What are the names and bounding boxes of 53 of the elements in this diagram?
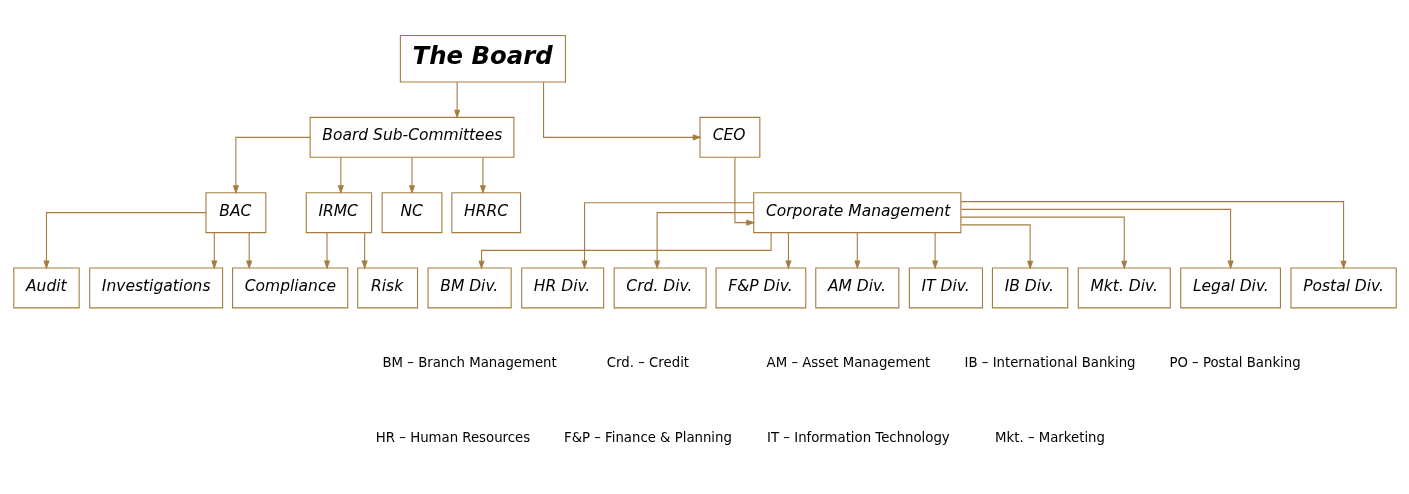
arrow: [542, 81, 702, 141]
node-box: Audit: [12, 267, 80, 309]
node-box: CEO: [698, 116, 760, 158]
arrow: [960, 224, 1033, 270]
node-box: Crd. Div.: [613, 267, 707, 309]
node-box: IRMC: [305, 192, 372, 234]
label: PO – Postal Banking: [1168, 354, 1301, 370]
arrow: [453, 81, 460, 119]
label: Crd. – Credit: [606, 354, 689, 370]
arrow: [210, 232, 217, 270]
label: BM – Branch Management: [382, 354, 557, 370]
arrow: [337, 156, 344, 195]
label: AM – Asset Management: [766, 354, 930, 370]
arrow: [959, 201, 1347, 270]
node-box: HRRC: [450, 192, 521, 234]
node-box: Investigations: [88, 267, 223, 309]
arrow: [853, 232, 860, 270]
label: IB – International Banking: [964, 354, 1136, 370]
arrow: [959, 216, 1127, 270]
arrow: [931, 232, 938, 270]
node-box: HR Div.: [520, 267, 604, 309]
arrow: [408, 156, 415, 195]
node-box: BAC: [204, 192, 266, 234]
arrow: [245, 232, 252, 270]
node-box: Compliance: [231, 267, 348, 309]
arrow: [361, 232, 368, 270]
arrow: [477, 232, 772, 270]
node-box: Risk: [356, 267, 418, 309]
label: Mkt. – Marketing: [994, 430, 1105, 446]
node-box: NC: [381, 192, 442, 234]
arrow: [733, 157, 755, 226]
node-box: AM Div.: [814, 267, 899, 309]
arrow: [960, 208, 1234, 270]
node-box: Legal Div.: [1179, 267, 1281, 309]
node-box: F&P Div.: [715, 267, 806, 309]
arrow: [653, 212, 754, 270]
node-box: Board Sub-Committees: [309, 116, 514, 158]
node-box: Mkt. Div.: [1077, 267, 1171, 309]
arrow: [232, 136, 311, 195]
node-box: The Board: [399, 34, 566, 83]
node-box: IB Div.: [991, 267, 1068, 309]
arrow: [323, 232, 330, 270]
label: F&P – Finance & Planning: [563, 430, 732, 446]
arrow: [42, 212, 206, 270]
node-box: IT Div.: [908, 267, 983, 309]
node-box: Postal Div.: [1289, 267, 1397, 309]
arrow: [580, 202, 754, 270]
node-box: BM Div.: [427, 267, 512, 309]
arrow: [784, 232, 792, 270]
node-box: Corporate Management: [752, 192, 961, 234]
label: HR – Human Resources: [375, 430, 530, 446]
arrow: [479, 156, 486, 195]
label: IT – Information Technology: [766, 430, 950, 446]
